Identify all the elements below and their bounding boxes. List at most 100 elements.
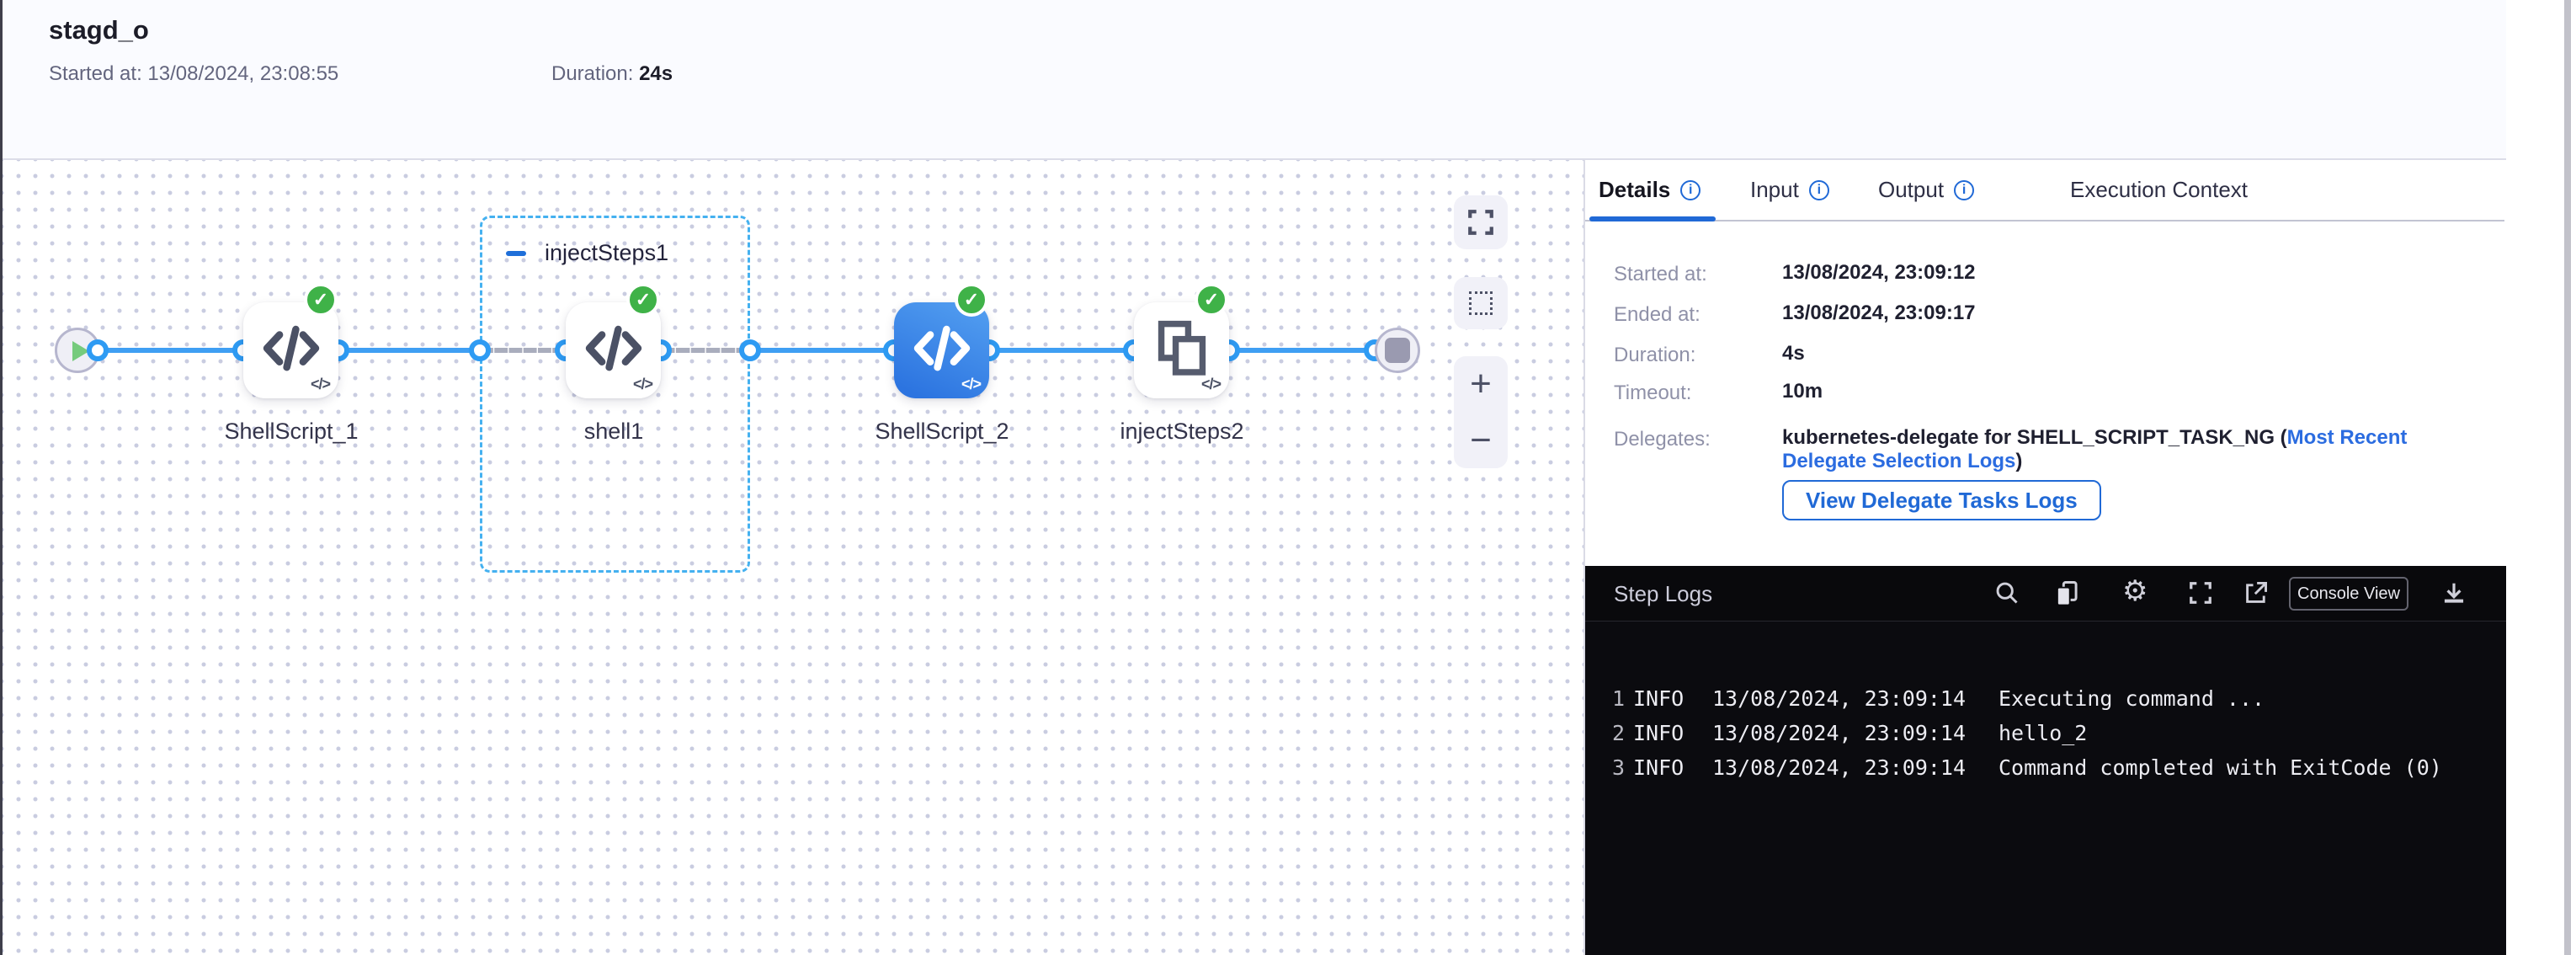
log-timestamp: 13/08/2024, 23:09:14 <box>1712 721 1967 745</box>
step-group-injectsteps1[interactable]: injectSteps1 <box>480 216 750 573</box>
info-icon[interactable]: i <box>1954 179 1975 200</box>
zoom-in-button[interactable]: + <box>1470 363 1492 405</box>
shell-script-type-icon: </> <box>310 376 331 392</box>
step-logs-console: Step Logs ⚙ <box>1585 566 2506 955</box>
log-line-number: 1 <box>1611 686 1625 711</box>
shell-script-type-icon: </> <box>632 376 653 392</box>
edge-group-to-shell1 <box>480 348 566 353</box>
stage-header: stagd_o Started at: 13/08/2024, 23:08:55… <box>0 0 2576 160</box>
step-node-injectsteps2[interactable]: </> ✓ <box>1134 283 1229 398</box>
fullscreen-icon <box>1468 210 1493 235</box>
console-fullscreen-icon[interactable] <box>2188 580 2213 606</box>
edge-injectsteps2-to-end <box>1229 348 1375 353</box>
step-node-shell1[interactable]: </> ✓ <box>566 283 661 398</box>
group-label: injectSteps1 <box>545 240 669 265</box>
play-icon <box>72 341 89 361</box>
step-details-panel: Details i Input i Output i Execution Con… <box>1583 160 2506 955</box>
active-tab-indicator <box>1589 216 1716 221</box>
edge-step2-to-injectsteps2 <box>989 348 1134 353</box>
log-timestamp: 13/08/2024, 23:09:14 <box>1712 755 1967 780</box>
collapse-group-icon[interactable] <box>506 250 526 256</box>
log-line-number: 2 <box>1611 721 1625 745</box>
step-label: shell1 <box>583 419 644 444</box>
console-header: Step Logs ⚙ <box>1585 566 2506 622</box>
search-icon[interactable] <box>1994 580 2020 606</box>
detail-value: 10m <box>1782 380 1823 403</box>
delegates-label: Delegates: <box>1614 428 1711 451</box>
port <box>469 339 491 361</box>
copy-logs-icon[interactable] <box>2053 580 2080 607</box>
step-label: ShellScript_2 <box>875 419 1009 444</box>
canvas-fullscreen-button[interactable] <box>1454 195 1508 249</box>
shell-script-type-icon: </> <box>1200 376 1221 392</box>
console-title: Step Logs <box>1614 581 1713 606</box>
zoom-out-button[interactable]: − <box>1470 419 1492 461</box>
info-icon[interactable]: i <box>1808 179 1829 200</box>
code-icon <box>585 325 641 371</box>
log-timestamp: 13/08/2024, 23:09:14 <box>1712 686 1967 711</box>
duration-label: Duration: <box>551 62 640 85</box>
open-in-new-tab-icon[interactable] <box>2243 580 2269 606</box>
tab-execution-context[interactable]: Execution Context <box>2070 177 2249 202</box>
left-nav-edge <box>0 0 3 955</box>
copy-steps-icon <box>1158 320 1206 376</box>
page-scrollbar[interactable] <box>2564 0 2571 955</box>
settings-gear-icon[interactable]: ⚙ <box>2122 575 2148 607</box>
marquee-selection-icon <box>1469 291 1493 315</box>
details-tabbar: Details i Input i Output i Execution Con… <box>1585 160 2504 221</box>
detail-value: 4s <box>1782 342 1805 365</box>
log-line-number: 3 <box>1611 755 1625 780</box>
detail-label: Timeout: <box>1614 381 1692 404</box>
log-message: hello_2 <box>1999 721 2088 745</box>
tab-input[interactable]: Input i <box>1750 160 1829 220</box>
edge-step1-to-group <box>338 348 480 353</box>
detail-value: 13/08/2024, 23:09:17 <box>1782 301 1976 324</box>
log-message: Executing command ... <box>1999 686 2265 711</box>
canvas-select-button[interactable] <box>1454 277 1508 329</box>
pipeline-canvas[interactable]: injectSteps1 <box>3 160 1583 955</box>
stop-icon <box>1385 338 1410 363</box>
end-node <box>1375 328 1420 373</box>
info-icon[interactable]: i <box>1680 179 1701 200</box>
code-icon <box>913 325 970 371</box>
started-at-text: Started at: 13/08/2024, 23:08:55 <box>49 62 339 85</box>
log-line: 1 INFO 13/08/2024, 23:09:14 Executing co… <box>1585 686 2506 721</box>
console-view-button[interactable]: Console View <box>2289 577 2408 611</box>
log-line: 3 INFO 13/08/2024, 23:09:14 Command comp… <box>1585 755 2506 790</box>
port <box>87 339 109 361</box>
edge-group-to-step2 <box>750 348 894 353</box>
tab-details[interactable]: Details i <box>1599 160 1701 220</box>
success-badge-icon: ✓ <box>304 283 338 317</box>
log-level: INFO <box>1633 755 1685 780</box>
shell-script-type-icon: </> <box>961 376 982 392</box>
step-label: ShellScript_1 <box>224 419 359 444</box>
code-icon <box>263 325 319 371</box>
step-node-shellscript-2-selected[interactable]: </> ✓ <box>894 283 989 398</box>
group-header[interactable]: injectSteps1 <box>506 240 668 266</box>
success-badge-icon: ✓ <box>955 283 988 317</box>
step-label: injectSteps2 <box>1120 419 1244 444</box>
tab-output[interactable]: Output i <box>1878 160 1975 220</box>
log-level: INFO <box>1633 686 1685 711</box>
log-level: INFO <box>1633 721 1685 745</box>
stage-title: stagd_o <box>49 15 149 45</box>
detail-label: Started at: <box>1614 263 1707 285</box>
download-logs-icon[interactable] <box>2440 580 2467 607</box>
delegates-value: kubernetes-delegate for SHELL_SCRIPT_TAS… <box>1782 426 2408 472</box>
edge-shell1-to-groupend <box>661 348 750 353</box>
step-node-shellscript-1[interactable]: </> ✓ <box>243 283 338 398</box>
port <box>739 339 761 361</box>
log-message: Command completed with ExitCode (0) <box>1999 755 2442 780</box>
detail-label: Duration: <box>1614 344 1696 366</box>
delegate-selection-logs-link[interactable]: Most Recent Delegate Selection Logs <box>1782 426 2408 472</box>
canvas-zoom-controls: + − <box>1454 356 1508 468</box>
detail-label: Ended at: <box>1614 303 1700 326</box>
log-line: 2 INFO 13/08/2024, 23:09:14 hello_2 <box>1585 721 2506 755</box>
success-badge-icon: ✓ <box>626 283 660 317</box>
success-badge-icon: ✓ <box>1195 283 1228 317</box>
duration-value: 24s <box>639 62 673 85</box>
view-delegate-tasks-logs-button[interactable]: View Delegate Tasks Logs <box>1782 480 2101 520</box>
duration-text: Duration: 24s <box>551 62 673 86</box>
detail-value: 13/08/2024, 23:09:12 <box>1782 261 1976 284</box>
